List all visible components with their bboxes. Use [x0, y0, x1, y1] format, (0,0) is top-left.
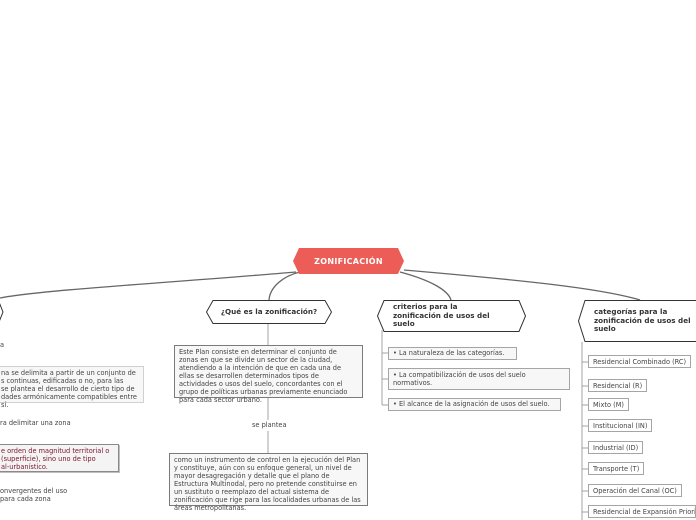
central-topic[interactable]: ZONIFICACIÓN: [293, 248, 404, 274]
categorias-topic-label: categorías para la zonificación de usos …: [594, 307, 691, 334]
se-plantea-label: se plantea: [252, 421, 287, 429]
left-fragment: a: [0, 341, 5, 349]
central-topic-shape: [293, 248, 404, 274]
que-es-definition-box: Este Plan consiste en determinar el conj…: [174, 345, 363, 404]
criterios-topic[interactable]: criterios para la zonificación de usos d…: [377, 300, 526, 332]
categorias-topic-shape: [578, 300, 696, 342]
categorias-topic[interactable]: categorías para la zonificación de usos …: [578, 300, 696, 342]
left-main-topic-shape: [0, 303, 4, 321]
left-intro-box: na se delimita a partir de un conjunto d…: [0, 366, 144, 409]
left-converge-text: onvergentes del uso para cada zona: [0, 487, 67, 503]
que-es-instrument-text: como un instrumento de control en la eje…: [174, 456, 361, 512]
left-main-topic[interactable]: [0, 302, 4, 322]
left-maroon-line: e orden de magnitud territorial o: [1, 447, 110, 455]
left-maroon-line: (superficie), sino uno de tipo: [1, 455, 96, 463]
left-maroon-box: e orden de magnitud territorial o (super…: [0, 444, 119, 472]
categoria-item: Industrial (ID): [588, 441, 644, 454]
criterios-topic-label: criterios para la zonificación de usos d…: [393, 302, 490, 329]
criterios-topic-shape: [377, 300, 526, 332]
categoria-item: Mixto (M): [588, 398, 629, 411]
central-topic-label: ZONIFICACIÓN: [314, 256, 383, 266]
left-intro-line: dades armónicamente compatibles entre sí…: [1, 393, 137, 409]
categoria-item: Residencial de Expansión Priorit: [588, 505, 696, 518]
categoria-item: Operación del Canal (OC): [588, 484, 682, 497]
que-es-topic-label: ¿Qué es la zonificación?: [220, 306, 318, 316]
categoria-item: Residencial (R): [588, 379, 648, 392]
left-converge-line: para cada zona: [0, 495, 51, 503]
left-converge-line: onvergentes del uso: [0, 487, 68, 495]
que-es-definition-text: Este Plan consiste en determinar el conj…: [179, 348, 348, 404]
que-es-topic-shape: [206, 300, 332, 324]
que-es-instrument-box: como un instrumento de control en la eje…: [169, 453, 368, 512]
left-intro-line: s continuas, edificadas o no, para las: [1, 377, 124, 385]
left-delimit-text: ra delimitar una zona: [0, 419, 71, 427]
que-es-topic[interactable]: ¿Qué es la zonificación?: [206, 300, 332, 324]
categoria-item: Residencial Combinado (RC): [588, 355, 692, 368]
left-intro-line: se plantea el desarrollo de cierto tipo …: [1, 385, 135, 393]
left-maroon-line: al-urbanístico.: [1, 463, 48, 471]
categoria-item: Institucional (IN): [588, 419, 653, 432]
left-intro-line: na se delimita a partir de un conjunto d…: [1, 369, 136, 377]
criterio-item: • La compatibilización de usos del suelo…: [388, 368, 570, 390]
criterio-item: • La naturaleza de las categorías.: [388, 347, 517, 360]
criterio-item: • El alcance de la asignación de usos de…: [388, 398, 561, 411]
categoria-item: Transporte (T): [588, 462, 645, 475]
